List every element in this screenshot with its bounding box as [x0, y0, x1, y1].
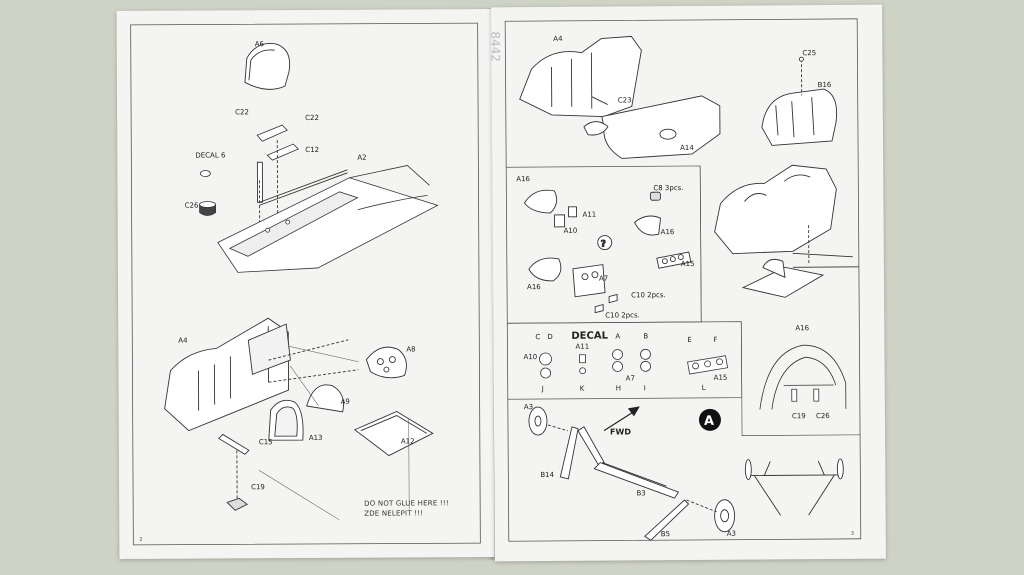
control-stick-drawing — [256, 140, 348, 251]
decal-letter-c: C — [535, 333, 540, 341]
left-part-label: DECAL 6 — [195, 151, 226, 159]
decal-title: DECAL — [571, 331, 608, 342]
right-part-label: A11 — [582, 211, 596, 219]
instrument-panel-drawing — [365, 346, 407, 379]
left-part-label: C15 — [259, 438, 273, 446]
step-a-letter: A — [704, 414, 714, 429]
right-part-label: A3 — [727, 530, 736, 538]
decal-letter-d: D — [547, 333, 552, 341]
right-part-label: C23 — [618, 96, 632, 104]
right-part-label: A15 — [681, 260, 695, 268]
decal-part-a10: A10 — [523, 353, 537, 361]
right-part-label: C10 2pcs. — [605, 311, 640, 319]
left-part-label: C26 — [185, 202, 199, 210]
cockpit-sidewall-drawing — [164, 317, 359, 432]
right-part-label: C8 3pcs. — [653, 184, 683, 192]
left-page-number: 2 — [139, 537, 142, 543]
small-parts-drawing — [199, 170, 217, 216]
handwritten-note: 8442 — [491, 31, 502, 62]
right-part-label: A10 — [564, 227, 578, 235]
rudder-pedal-drawing — [256, 124, 299, 161]
stick-base-drawing — [218, 433, 250, 511]
right-part-label: A16 — [516, 175, 530, 183]
decal-letter-h: H — [616, 384, 621, 392]
fwd-label: FWD — [610, 427, 631, 436]
right-part-label: C26 — [816, 412, 830, 420]
right-part-label: A16 — [661, 228, 675, 236]
decal-letter-i: I — [644, 384, 646, 392]
decal-part-a7: A7 — [626, 374, 635, 382]
right-part-label: B3 — [636, 489, 645, 497]
right-page-drawing: 8442 — [488, 18, 862, 542]
right-part-label: A14 — [680, 144, 694, 152]
left-part-label: A13 — [309, 434, 323, 442]
left-part-label: A2 — [357, 154, 366, 162]
left-part-label: A12 — [401, 437, 415, 445]
right-part-label: B16 — [818, 81, 832, 89]
decal-letter-j: J — [541, 385, 544, 393]
left-part-label: C22 — [305, 114, 319, 122]
left-part-label: C22 — [235, 108, 249, 116]
section-dividers — [506, 165, 861, 436]
decal-letter-f: F — [713, 336, 717, 344]
right-part-label: A16 — [795, 324, 809, 332]
bulkhead-drawing — [268, 384, 344, 441]
seat-part-drawing — [244, 43, 291, 90]
right-part-label: C25 — [802, 49, 816, 57]
gear-front-view-drawing — [744, 458, 844, 516]
fuselage-top-decking-drawing — [761, 56, 837, 146]
right-part-label: A3 — [524, 403, 533, 411]
fuselage-interior-drawing — [519, 35, 721, 159]
right-part-label: B14 — [540, 471, 554, 479]
decal-letter-e: E — [687, 336, 691, 344]
decal-part-a11: A11 — [575, 343, 589, 351]
right-page: 8442 — [488, 4, 886, 562]
cockpit-floor-drawing — [217, 165, 439, 273]
fuselage-assembled-drawing — [714, 164, 859, 298]
left-part-label: C19 — [251, 483, 265, 491]
decal-letter-l: L — [702, 384, 706, 392]
instrument-parts-drawing: ? — [523, 189, 692, 314]
decal-box-text: DECAL C D A B E F J K H I L A10 A11 A7 A… — [523, 331, 728, 393]
svg-text:?: ? — [601, 240, 606, 250]
left-part-label: A6 — [255, 40, 265, 48]
left-part-label: A8 — [406, 345, 415, 353]
forward-direction-arrow: FWD — [603, 406, 640, 437]
decal-letter-a: A — [615, 332, 620, 340]
left-part-label: C12 — [305, 146, 319, 154]
warning-line-1: DO NOT GLUE HERE !!! — [364, 499, 449, 507]
right-part-label: A16 — [527, 283, 541, 291]
assembly-guide-lines — [258, 345, 410, 521]
right-part-label: B5 — [661, 530, 670, 538]
right-part-label: C10 2pcs. — [631, 291, 666, 299]
warning-line-2: ZDE NELEPIT !!! — [364, 509, 423, 517]
right-page-frame — [504, 18, 862, 542]
decal-part-a15: A15 — [714, 374, 728, 382]
right-part-label: A7 — [599, 275, 608, 283]
left-part-label: A4 — [178, 337, 188, 345]
decal-letter-k: K — [580, 385, 585, 393]
rear-deck-drawing — [353, 411, 434, 457]
landing-gear-drawing — [528, 406, 736, 541]
right-page-number: 3 — [851, 531, 854, 537]
right-part-label: A4 — [553, 35, 563, 43]
decal-placement-box — [539, 348, 729, 379]
left-part-label: A9 — [341, 398, 350, 406]
step-a-badge: A — [698, 408, 721, 431]
windscreen-detail-drawing — [759, 344, 847, 410]
left-page-frame — [130, 22, 481, 546]
right-part-label: C19 — [792, 412, 806, 420]
decal-letter-b: B — [643, 332, 648, 340]
